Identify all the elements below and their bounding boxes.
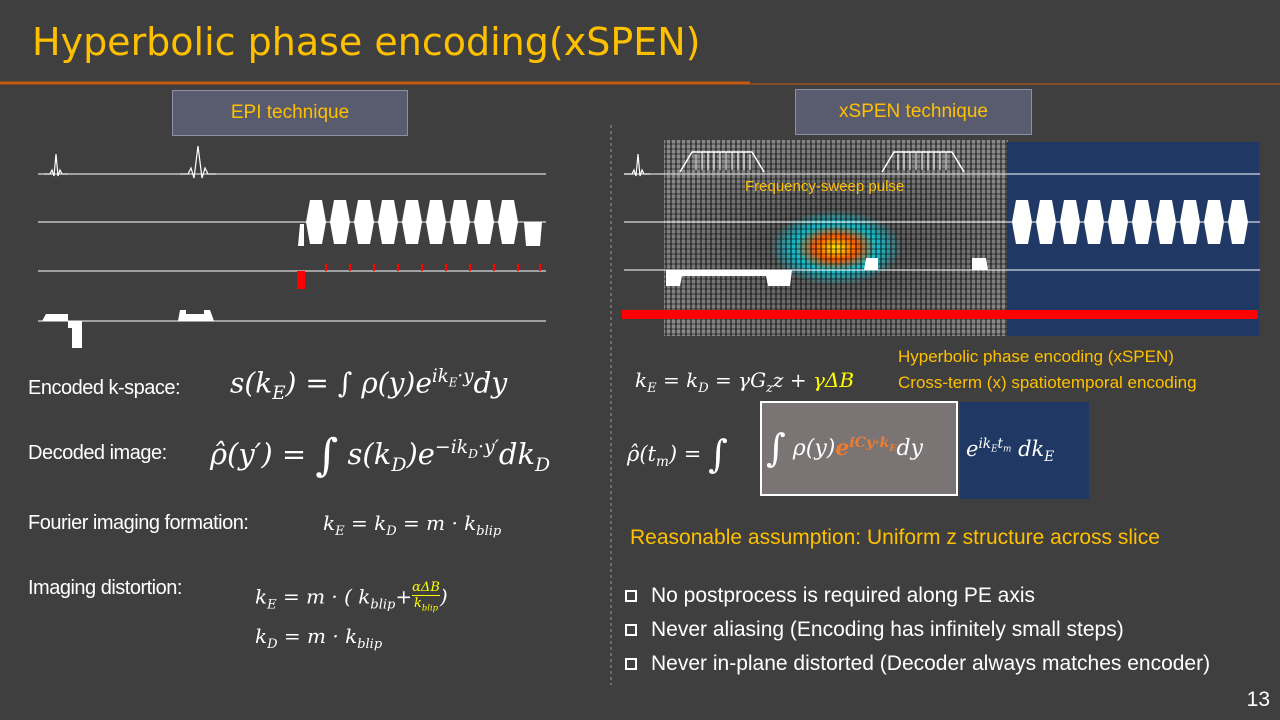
hpe-label-line1: Hyperbolic phase encoding (xSPEN) <box>898 347 1174 366</box>
ke-kd-equation: kE = kD = γGzz + γΔB <box>635 368 855 396</box>
assumption-text: Reasonable assumption: Uniform z structu… <box>630 526 1160 549</box>
distortion-equation-2: kD = m · kblip <box>255 624 383 652</box>
red-gradient-bar <box>622 310 1258 319</box>
slide-title: Hyperbolic phase encoding(xSPEN) <box>32 20 701 64</box>
distortion-label: Imaging distortion: <box>28 577 182 599</box>
list-item: Never in-plane distorted (Decoder always… <box>625 647 1210 681</box>
encoded-equation: s(kE) = ∫ ρ(y)eikE·ydy <box>230 366 508 404</box>
epi-technique-box: EPI technique <box>172 90 408 136</box>
decoded-label: Decoded image: <box>28 442 167 464</box>
page-number: 13 <box>1246 688 1270 711</box>
xspen-equation-outer: eikEtm dkE <box>966 436 1055 466</box>
fourier-equation: kE = kD = m · kblip <box>323 511 502 539</box>
section-divider <box>610 125 612 685</box>
hpe-label-line2: Cross-term (x) spatiotemporal encoding <box>898 373 1197 392</box>
checkbox-icon <box>625 658 637 670</box>
checkbox-icon <box>625 624 637 636</box>
title-underline <box>0 81 1280 85</box>
decoding-box <box>960 402 1089 499</box>
xspen-equation: ρ̂(tm) = ∫ <box>627 432 728 476</box>
checkbox-icon <box>625 590 637 602</box>
encoded-label: Encoded k-space: <box>28 377 181 399</box>
xspen-equation-inner: ∫ ρ(y)eiCy·kEdy <box>766 426 923 470</box>
xspen-technique-box: xSPEN technique <box>795 89 1032 135</box>
bullet-list: No postprocess is required along PE axis… <box>625 579 1210 681</box>
list-item: No postprocess is required along PE axis <box>625 579 1210 613</box>
xspen-sequence-diagram <box>622 140 1260 336</box>
fourier-label: Fourier imaging formation: <box>28 512 249 534</box>
frequency-sweep-label: Frequency-sweep pulse <box>745 178 905 195</box>
decoded-equation: ρ̂(y′) = ∫ s(kD)e−ikD·y′dkD <box>210 430 551 481</box>
list-item: Never aliasing (Encoding has infinitely … <box>625 613 1210 647</box>
encoding-bracket-box <box>760 401 958 496</box>
epi-sequence-diagram <box>38 145 546 348</box>
